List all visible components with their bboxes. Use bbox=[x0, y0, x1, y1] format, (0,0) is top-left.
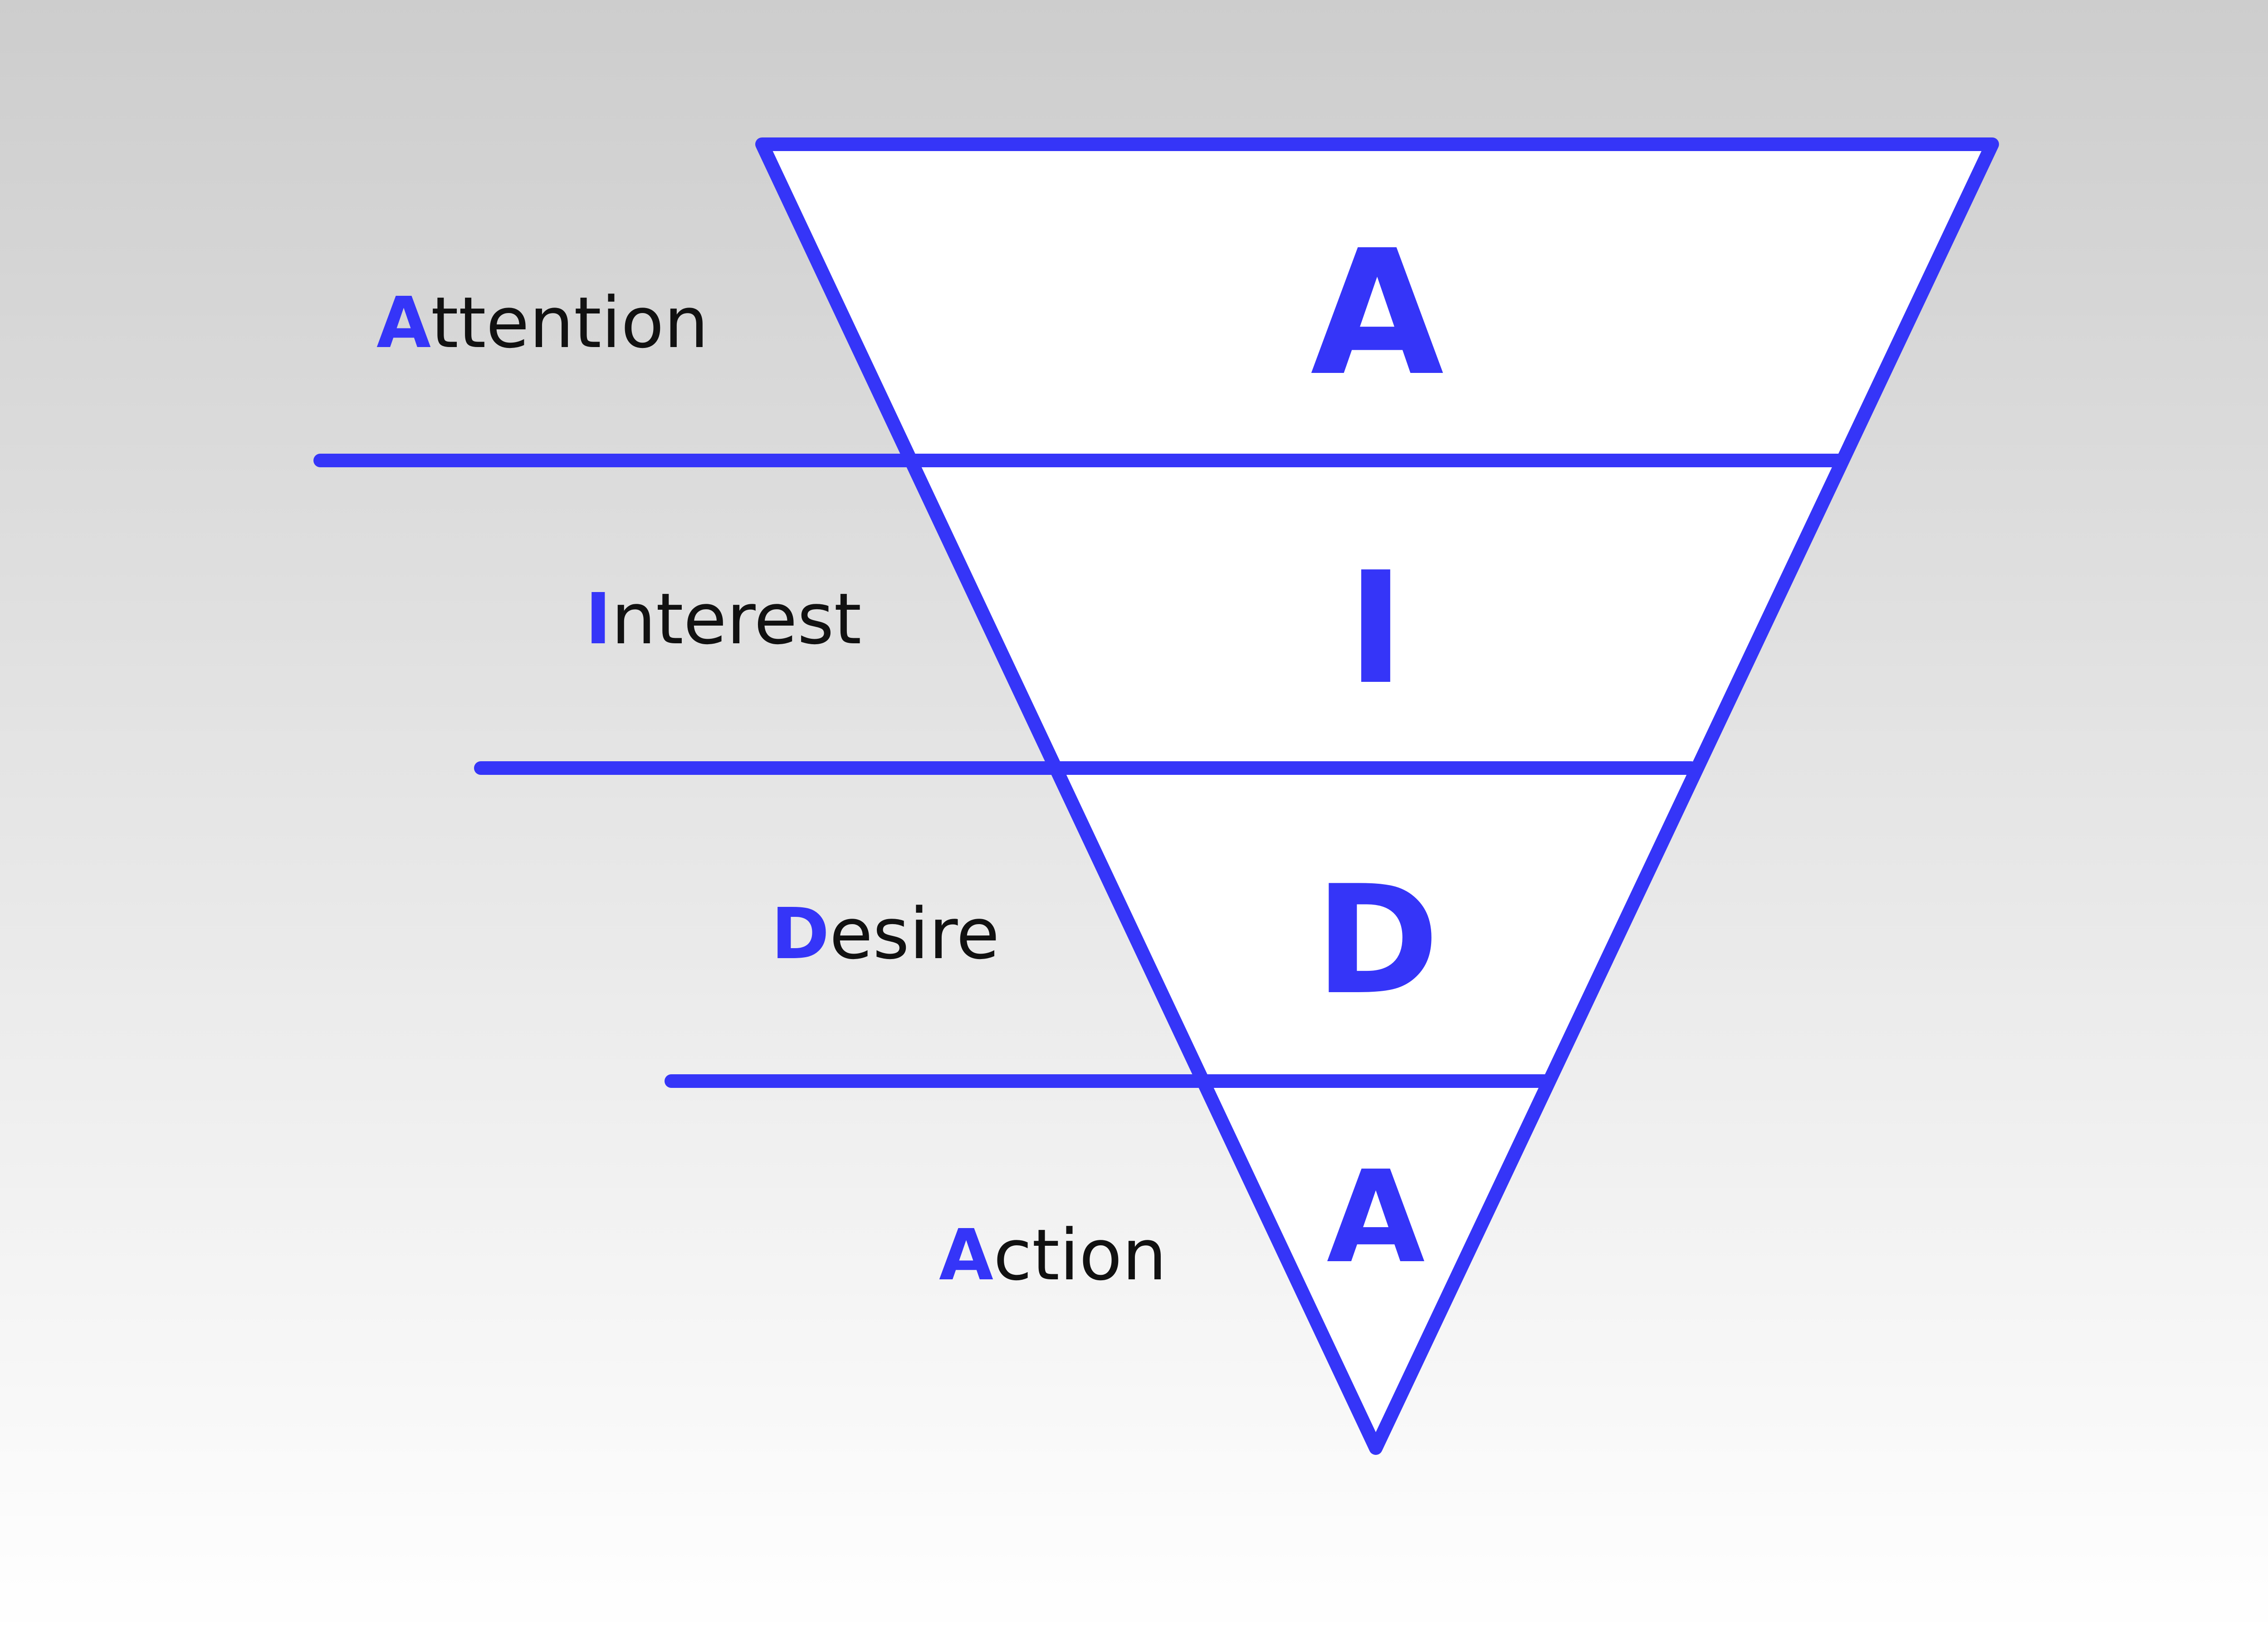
funnel-letter-attention: A bbox=[1310, 213, 1445, 414]
stage-label-initial: A bbox=[376, 282, 431, 364]
stage-label-rest: nterest bbox=[611, 578, 862, 660]
funnel-triangle bbox=[755, 137, 1999, 1455]
stage-label-attention: Attention bbox=[376, 282, 709, 364]
stage-label-interest: Interest bbox=[585, 578, 861, 660]
funnel-letters: A I D A bbox=[1310, 213, 1445, 1292]
stage-label-action: Action bbox=[939, 1214, 1167, 1296]
stage-label-initial: I bbox=[585, 578, 611, 660]
funnel-dividers bbox=[313, 454, 1847, 1088]
stage-label-initial: A bbox=[939, 1214, 993, 1296]
funnel-letter-action: A bbox=[1327, 1144, 1426, 1292]
funnel-letter-interest: I bbox=[1347, 539, 1405, 719]
stage-label-desire: Desire bbox=[771, 893, 1000, 975]
stage-label-rest: ttention bbox=[431, 282, 709, 364]
stage-label-rest: esire bbox=[830, 893, 1000, 975]
stage-labels: Attention Interest Desire Action bbox=[376, 282, 1167, 1296]
stage-label-rest: ction bbox=[993, 1214, 1167, 1296]
stage-label-initial: D bbox=[771, 893, 830, 975]
funnel-letter-desire: D bbox=[1315, 853, 1439, 1028]
